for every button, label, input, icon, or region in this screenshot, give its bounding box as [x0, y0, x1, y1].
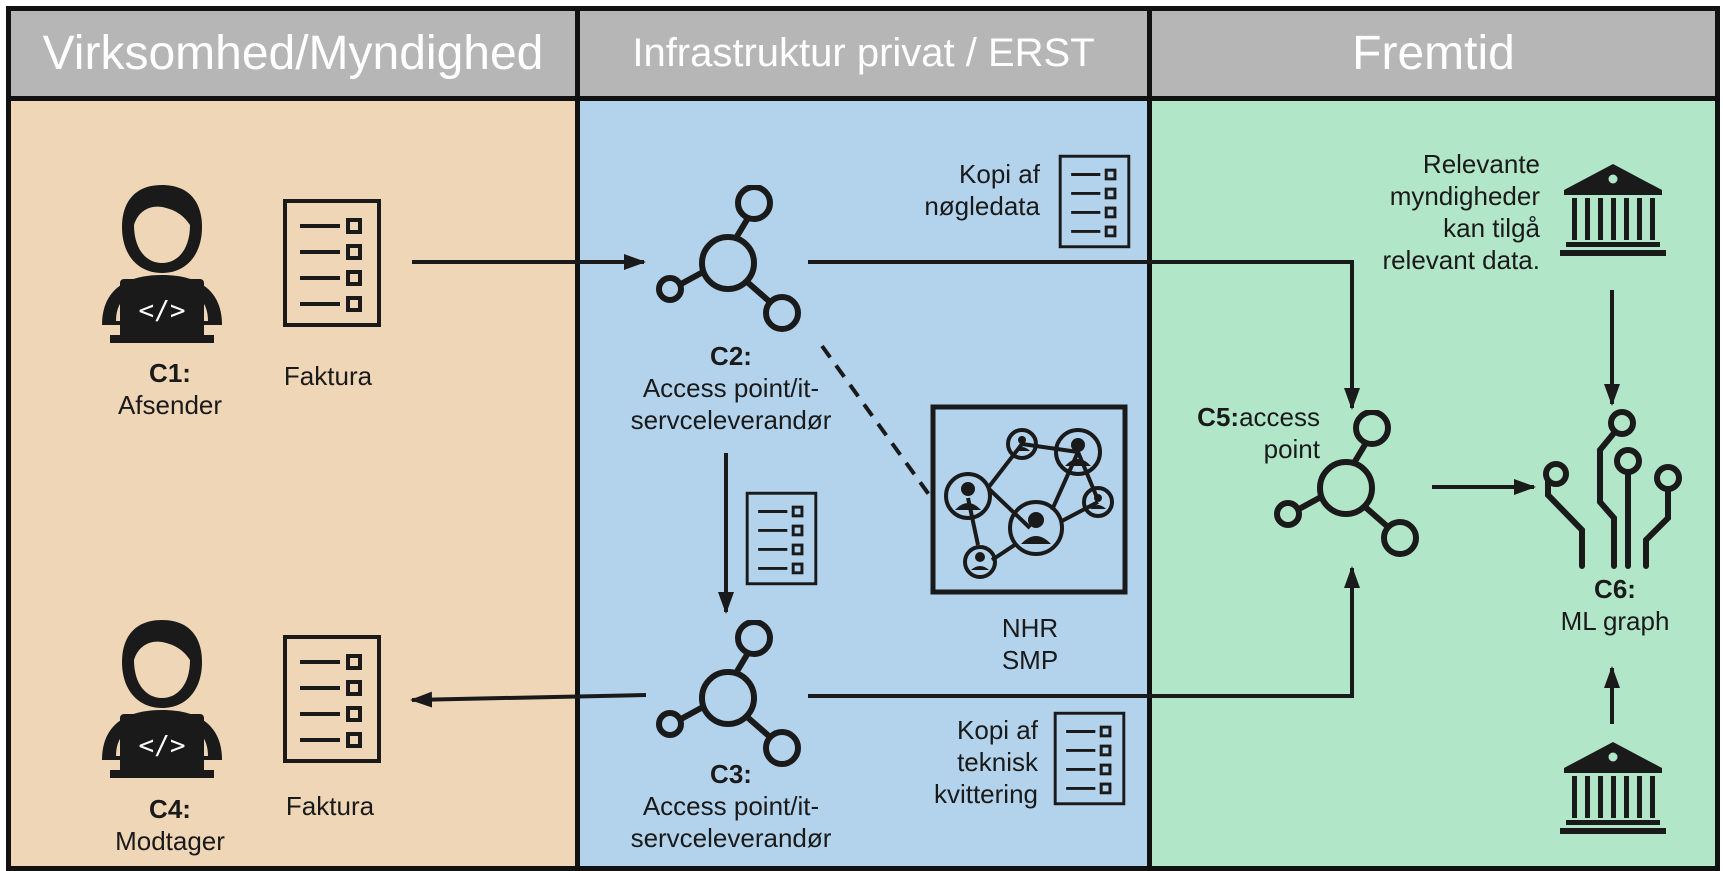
label-line: relevant data.	[1382, 245, 1540, 275]
node-id: C5:	[1197, 402, 1240, 432]
node-c6-label: C6: ML graph	[1540, 573, 1690, 637]
node-name: Access point/it-	[642, 373, 820, 403]
column-fremtid: Fremtid	[1147, 6, 1720, 871]
label-line: kan tilgå	[1443, 213, 1540, 243]
nhr-smp-label: NHR SMP	[980, 612, 1080, 676]
node-c4-label: C4: Modtager	[100, 793, 240, 857]
arrow-c2-to-c5	[808, 260, 1360, 410]
node-id: C2:	[710, 341, 752, 371]
label-line: nøgledata	[924, 191, 1040, 221]
label-line: Kopi af	[959, 159, 1040, 189]
node-name: servceleverandør	[630, 823, 832, 853]
label-line: Kopi af	[957, 715, 1038, 745]
dashed-c2-to-nhr	[820, 344, 932, 498]
column-header: Virksomhed/Myndighed	[11, 11, 575, 101]
kopi-noegledata-label: Kopi af nøgledata	[880, 158, 1040, 222]
node-name: Modtager	[115, 826, 225, 856]
node-id: C4:	[149, 794, 191, 824]
node-name: Afsender	[117, 390, 223, 420]
document-checklist-icon	[283, 199, 381, 327]
document-checklist-icon	[745, 491, 818, 586]
person-laptop-icon	[102, 620, 222, 778]
label-line: myndigheder	[1389, 181, 1540, 211]
label-line: NHR	[1001, 613, 1059, 643]
connectors	[410, 254, 1620, 724]
node-name: Access point/it-	[642, 791, 820, 821]
label-line: kvittering	[933, 779, 1038, 809]
column-title: Virksomhed/Myndighed	[42, 27, 544, 80]
document-checklist-icon	[1058, 154, 1131, 249]
circuit-graph-icon	[1543, 409, 1682, 569]
label-line: SMP	[1001, 645, 1059, 675]
node-id: C3:	[710, 759, 752, 789]
arrow-c3-to-c4	[410, 691, 647, 708]
node-id: C1:	[149, 358, 191, 388]
label-line: teknisk	[957, 747, 1038, 777]
node-c2-label: C2: Access point/it- servceleverandør	[592, 340, 870, 436]
column-header: Fremtid	[1152, 11, 1715, 101]
node-name: access	[1239, 402, 1320, 432]
node-c5-label: C5:access point	[1180, 401, 1320, 465]
access-point-network-icon	[659, 622, 798, 764]
column-header: Infrastruktur privat / ERST	[580, 11, 1147, 101]
faktura-label: Faktura	[283, 361, 373, 391]
node-name: ML graph	[1560, 606, 1670, 636]
person-laptop-icon	[102, 185, 222, 343]
people-network-icon	[930, 404, 1128, 595]
label-line: Relevante	[1422, 149, 1540, 179]
document-checklist-icon	[283, 635, 381, 763]
node-c1-label: C1: Afsender	[100, 357, 240, 421]
relevante-myndigheder-label: Relevante myndigheder kan tilgå relevant…	[1340, 148, 1540, 276]
column-title: Fremtid	[1352, 27, 1515, 80]
node-name: point	[1263, 434, 1320, 464]
node-c3-label: C3: Access point/it- servceleverandør	[592, 758, 870, 854]
government-building-icon	[1560, 164, 1666, 256]
access-point-network-icon	[659, 187, 798, 329]
government-building-icon	[1560, 742, 1666, 834]
faktura-label: Faktura	[285, 791, 375, 821]
arrow-c3-to-c5	[808, 566, 1360, 698]
document-checklist-icon	[1053, 711, 1126, 806]
kopi-teknisk-label: Kopi af teknisk kvittering	[880, 714, 1038, 810]
column-virksomhed: Virksomhed/Myndighed	[6, 6, 580, 871]
node-name: servceleverandør	[630, 405, 832, 435]
node-id: C6:	[1594, 574, 1636, 604]
column-title: Infrastruktur privat / ERST	[632, 31, 1095, 75]
